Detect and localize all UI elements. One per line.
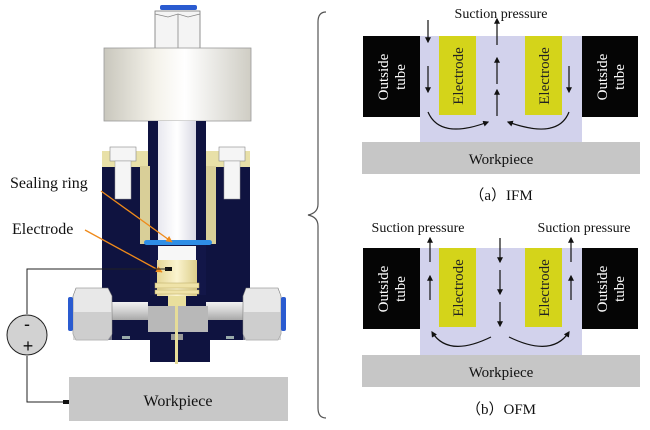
- curly-brace: [307, 11, 327, 419]
- power-source: [6, 314, 48, 356]
- outside-tube-left: [363, 36, 420, 117]
- sealing-ring: [144, 240, 212, 245]
- right-fitting-cap: [281, 297, 286, 331]
- workpiece-label: Workpiece: [144, 393, 213, 410]
- outside-tube-label: Outside: [376, 265, 392, 312]
- electrode-needle: [175, 306, 178, 364]
- left-fitting-cap: [68, 297, 73, 331]
- electrode-label: Electrode: [537, 259, 553, 317]
- outside-tube-label: Outside: [595, 53, 611, 100]
- flow-arrows: [427, 236, 574, 347]
- top-fitting-cap: [160, 5, 197, 10]
- sealing-ring-pointer: [100, 190, 173, 243]
- electrode-right: [525, 248, 562, 327]
- outside-tube-right: [582, 248, 638, 329]
- electrode-label: Electrode: [12, 221, 73, 238]
- electrode-left: [439, 248, 476, 327]
- workpiece-label: Workpiece: [469, 365, 534, 381]
- right-fitting-tube: [206, 302, 246, 320]
- negative-terminal: -: [24, 314, 30, 334]
- electrode-pointer: [84, 229, 163, 273]
- bolt-right: [218, 146, 246, 162]
- outside-tube-label: Outside: [376, 53, 392, 100]
- top-cap: [103, 47, 252, 122]
- electrode-assembly: [68, 5, 286, 364]
- circuit-wire: [26, 268, 168, 403]
- caption-ofm: （b）OFM: [466, 401, 536, 418]
- top-nut: [154, 10, 201, 50]
- electrode-label: Electrode: [451, 259, 467, 317]
- sealing-ring-label: Sealing ring: [10, 175, 88, 192]
- outside-tube-label: tube: [612, 276, 628, 302]
- left-fitting-tube: [108, 302, 148, 320]
- caption-ifm: （a）IFM: [469, 187, 532, 204]
- bolt-left: [109, 146, 137, 162]
- flow-arrows: [425, 17, 572, 130]
- workpiece-block: [362, 355, 640, 387]
- suction-pressure-label: Suction pressure: [455, 7, 548, 22]
- electrode-label: Electrode: [537, 47, 553, 105]
- ifm-diagram: Outside tube Outside tube Electrode Elec…: [362, 7, 640, 204]
- ofm-diagram: Outside tube Outside tube Electrode Elec…: [362, 221, 640, 418]
- workpiece-block: [69, 377, 288, 421]
- positive-terminal: +: [23, 336, 34, 356]
- outside-tube-label: Outside: [595, 265, 611, 312]
- outside-tube-right: [582, 36, 638, 117]
- electrode-left: [439, 36, 476, 115]
- outside-tube-label: tube: [393, 276, 409, 302]
- electrode-label: Electrode: [451, 47, 467, 105]
- suction-pressure-label-left: Suction pressure: [372, 221, 465, 236]
- outside-tube-label: tube: [612, 64, 628, 90]
- outside-tube-left: [363, 248, 420, 329]
- workpiece-block: [362, 142, 640, 174]
- suction-pressure-label-right: Suction pressure: [538, 221, 631, 236]
- workpiece-label: Workpiece: [469, 152, 534, 168]
- outside-tube-label: tube: [393, 64, 409, 90]
- electrode-right: [525, 36, 562, 115]
